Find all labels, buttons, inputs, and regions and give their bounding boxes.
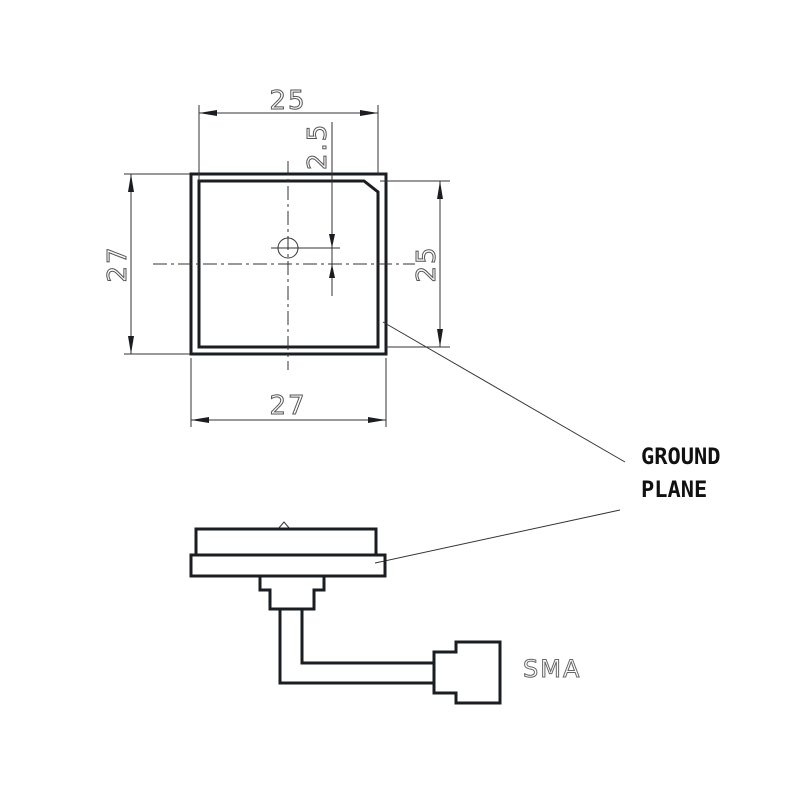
arrow-icon [191, 417, 209, 423]
patch-side [194, 527, 378, 557]
dim-bottom-width: 27 [269, 391, 306, 421]
arrow-icon [128, 174, 134, 192]
cable-inner [300, 609, 434, 665]
leader-line [382, 321, 626, 463]
feed-pin [277, 521, 291, 530]
dim-left-height: 27 [103, 245, 133, 282]
dim-feed-offset: 2.5 [303, 123, 333, 170]
arrow-icon [329, 234, 335, 248]
arrow-icon [128, 336, 134, 354]
patch-outline [197, 179, 380, 349]
ground-plane-label-line1: GROUND [641, 445, 720, 470]
ground-plane-label-line2: PLANE [641, 478, 707, 503]
sma-connector [432, 640, 502, 705]
dim-top-width: 25 [269, 86, 306, 116]
arrow-icon [360, 110, 378, 116]
ground-plane-callout: GROUND PLANE [374, 321, 720, 564]
arrow-icon [437, 181, 443, 199]
side-view: SMA [189, 521, 581, 705]
mount-base [258, 576, 326, 611]
arrow-icon [368, 417, 386, 423]
leader-line [374, 509, 621, 564]
ground-plane-side [189, 553, 387, 578]
arrow-icon [437, 329, 443, 347]
arrow-icon [329, 264, 335, 278]
sma-label: SMA [523, 655, 581, 683]
cable-outer [278, 609, 434, 685]
top-view: 2.5 25 27 25 27 [103, 86, 450, 427]
arrow-icon [199, 110, 217, 116]
dim-right-height: 25 [412, 245, 442, 282]
